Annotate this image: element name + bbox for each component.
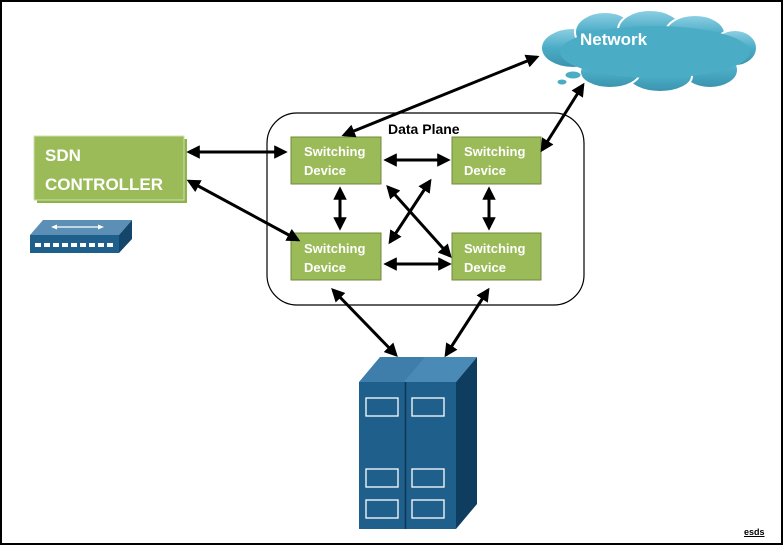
switching-device-label-1: Switching Device bbox=[304, 144, 366, 178]
switching-device-box-2 bbox=[451, 136, 542, 185]
network-cloud-icon bbox=[540, 9, 758, 93]
arrow-switch-1-to-network bbox=[341, 54, 540, 138]
switching-device-label-2: Switching Device bbox=[464, 144, 526, 178]
arrow-switch-3-to-server bbox=[331, 288, 398, 357]
switching-device-box-4 bbox=[451, 232, 542, 281]
sdn-controller-label: SDN CONTROLLER bbox=[45, 146, 164, 194]
switching-device-box-3 bbox=[290, 232, 382, 281]
sdn-controller-box bbox=[33, 135, 185, 201]
arrow-switch-4-to-server bbox=[444, 287, 490, 358]
switching-device-box-1 bbox=[290, 136, 382, 185]
watermark-text: esds bbox=[744, 527, 765, 537]
network-switch-device-icon bbox=[30, 220, 132, 253]
arrow-switch-2-to-network bbox=[540, 82, 585, 153]
switching-device-label-4: Switching Device bbox=[464, 241, 526, 275]
arrow-controller-to-switch-3 bbox=[186, 179, 301, 242]
server-rack-icon bbox=[359, 357, 477, 529]
arrow-switch-3-to-switch-2 bbox=[388, 178, 432, 245]
switching-device-label-3: Switching Device bbox=[304, 241, 366, 275]
network-label: Network bbox=[580, 30, 648, 49]
data-plane-label: Data Plane bbox=[388, 121, 460, 137]
